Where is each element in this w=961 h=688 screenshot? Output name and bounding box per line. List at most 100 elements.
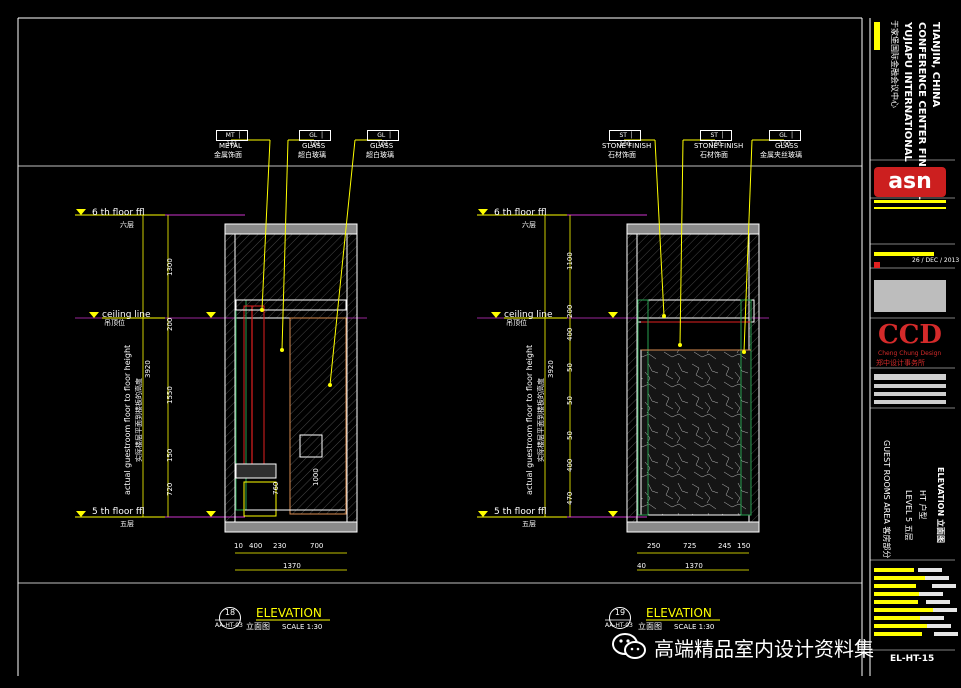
seg-dim: 400 <box>566 458 574 472</box>
leader-dot <box>328 383 332 387</box>
counter <box>235 463 277 479</box>
total-height-dim: 3920 <box>547 360 555 378</box>
level-top-cn: 六层 <box>120 221 134 229</box>
tag-label-en: GLASS <box>775 142 799 150</box>
titleblock-bar <box>874 200 946 203</box>
area-label: GUEST ROOMS AREA 客房部分 <box>882 440 891 559</box>
level-bottom-cn: 五层 <box>522 520 536 528</box>
seg-dim: 150 <box>166 448 174 462</box>
titleblock-bar <box>932 584 956 588</box>
drawing-label: ELEVATION 立面图 <box>936 467 945 543</box>
height-label-cn: 实际楼层平面到楼板的高度 <box>537 378 545 462</box>
wall-left <box>626 233 638 523</box>
callout-bubble: 18 <box>219 607 241 629</box>
tag-label-cn: 超白玻璃 <box>298 151 326 159</box>
seg-dim: 470 <box>566 491 574 505</box>
watermark-text: 高端精品室内设计资料集 <box>654 636 874 661</box>
titleblock-bar <box>926 600 950 604</box>
callout-ref: AA-HT-03 <box>215 622 243 629</box>
level-bottom-label: 5 th floor ffl <box>494 507 547 517</box>
slab-bottom <box>626 521 760 533</box>
level-bottom-cn: 五层 <box>120 520 134 528</box>
level-marker <box>89 312 99 318</box>
wall-right <box>346 233 358 523</box>
titleblock-bar <box>874 584 916 588</box>
ceiling-void <box>234 233 348 319</box>
leader-dot <box>678 343 682 347</box>
seg-dim: 200 <box>166 317 174 331</box>
wechat-icon <box>612 632 646 662</box>
titleblock-bar <box>925 576 949 580</box>
titleblock-bar <box>927 624 951 628</box>
bottom-total: 1370 <box>283 562 301 570</box>
height-label: actual guestroom floor to floor height <box>525 344 534 495</box>
level-marker <box>608 511 618 517</box>
titleblock-bar <box>874 608 935 612</box>
titleblock-bar <box>874 262 880 268</box>
titleblock-grey-block <box>874 280 946 312</box>
asn-logo: asn <box>874 167 946 197</box>
seg-dim: 400 <box>566 327 574 341</box>
titleblock-bar <box>920 616 944 620</box>
tag-label-en: STONE FINISH <box>602 142 652 150</box>
callout-ref: AA-HT-03 <box>605 622 633 629</box>
leader-dot <box>260 308 264 312</box>
project-name-cn: 于家堡国际金融会议中心 <box>890 20 899 108</box>
leader-line <box>281 139 289 351</box>
seg-dim: 1300 <box>166 258 174 276</box>
elevation-scale: SCALE 1:30 <box>674 623 715 631</box>
ccd-subtitle-en: Cheng Chung Design <box>878 350 942 357</box>
titleblock-grey-block <box>874 374 946 380</box>
seg-dim: 200 <box>566 304 574 318</box>
seg-dim: 1550 <box>166 386 174 404</box>
level-marker <box>478 209 488 215</box>
seg-dim: 50 <box>566 431 574 440</box>
tag-label-en: GLASS <box>370 142 394 150</box>
wechat-watermark: 高端精品室内设计资料集 <box>612 630 930 664</box>
tag-label-en: GLASS <box>302 142 326 150</box>
bottom-dim: 245 <box>718 542 732 550</box>
stone-wall-panel <box>640 349 752 516</box>
height-label-cn: 实际楼层平面到楼板的高度 <box>135 378 143 462</box>
titleblock-bar <box>918 568 942 572</box>
titleblock-bar <box>933 608 957 612</box>
bottom-dim: 10 <box>234 542 243 550</box>
height-label: actual guestroom floor to floor height <box>123 344 132 495</box>
level-top-label: 6 th floor ffl <box>92 208 145 218</box>
titleblock-bar <box>874 252 934 256</box>
bottom-dim: 725 <box>683 542 697 550</box>
level-marker <box>491 312 501 318</box>
tag-label-cn: 金属夹丝玻璃 <box>760 151 802 159</box>
titleblock-grey-block <box>874 400 946 404</box>
seg-dim: 50 <box>566 363 574 372</box>
ccd-subtitle-cn: 郑中设计事务所 <box>876 359 925 367</box>
level-top-label: 6 th floor ffl <box>494 208 547 218</box>
titleblock-bar <box>874 632 922 636</box>
ceiling-void <box>636 233 750 319</box>
slab-top <box>224 223 358 235</box>
level-top-cn: 六层 <box>522 221 536 229</box>
bottom-dim-left: 40 <box>637 562 646 570</box>
wall-left <box>224 233 236 523</box>
material-tag-mt101: MT│101 <box>216 130 248 148</box>
seg-dim: 720 <box>166 482 174 496</box>
titleblock-bar <box>919 592 943 596</box>
leader-dot <box>742 350 746 354</box>
glass-frame-left <box>637 299 649 516</box>
elevation-subtitle: 立面图 <box>638 622 662 631</box>
titleblock-bar <box>934 632 958 636</box>
titleblock-grey-block <box>874 392 946 396</box>
titleblock-marker <box>874 22 880 50</box>
leader-line <box>329 139 356 386</box>
total-height-dim: 3920 <box>144 360 152 378</box>
material-tag-gl101-a: GL│101 <box>299 130 331 148</box>
slab-bottom <box>224 521 358 533</box>
tag-label-cn: 石材饰面 <box>700 151 728 159</box>
bottom-dim: 250 <box>647 542 661 550</box>
leader-line <box>261 139 271 311</box>
material-tag-st100-a: ST│100 <box>609 130 641 148</box>
level-marker <box>76 209 86 215</box>
ceiling-label: ceiling line <box>504 310 553 320</box>
tag-label-en: STONE FINISH <box>694 142 744 150</box>
